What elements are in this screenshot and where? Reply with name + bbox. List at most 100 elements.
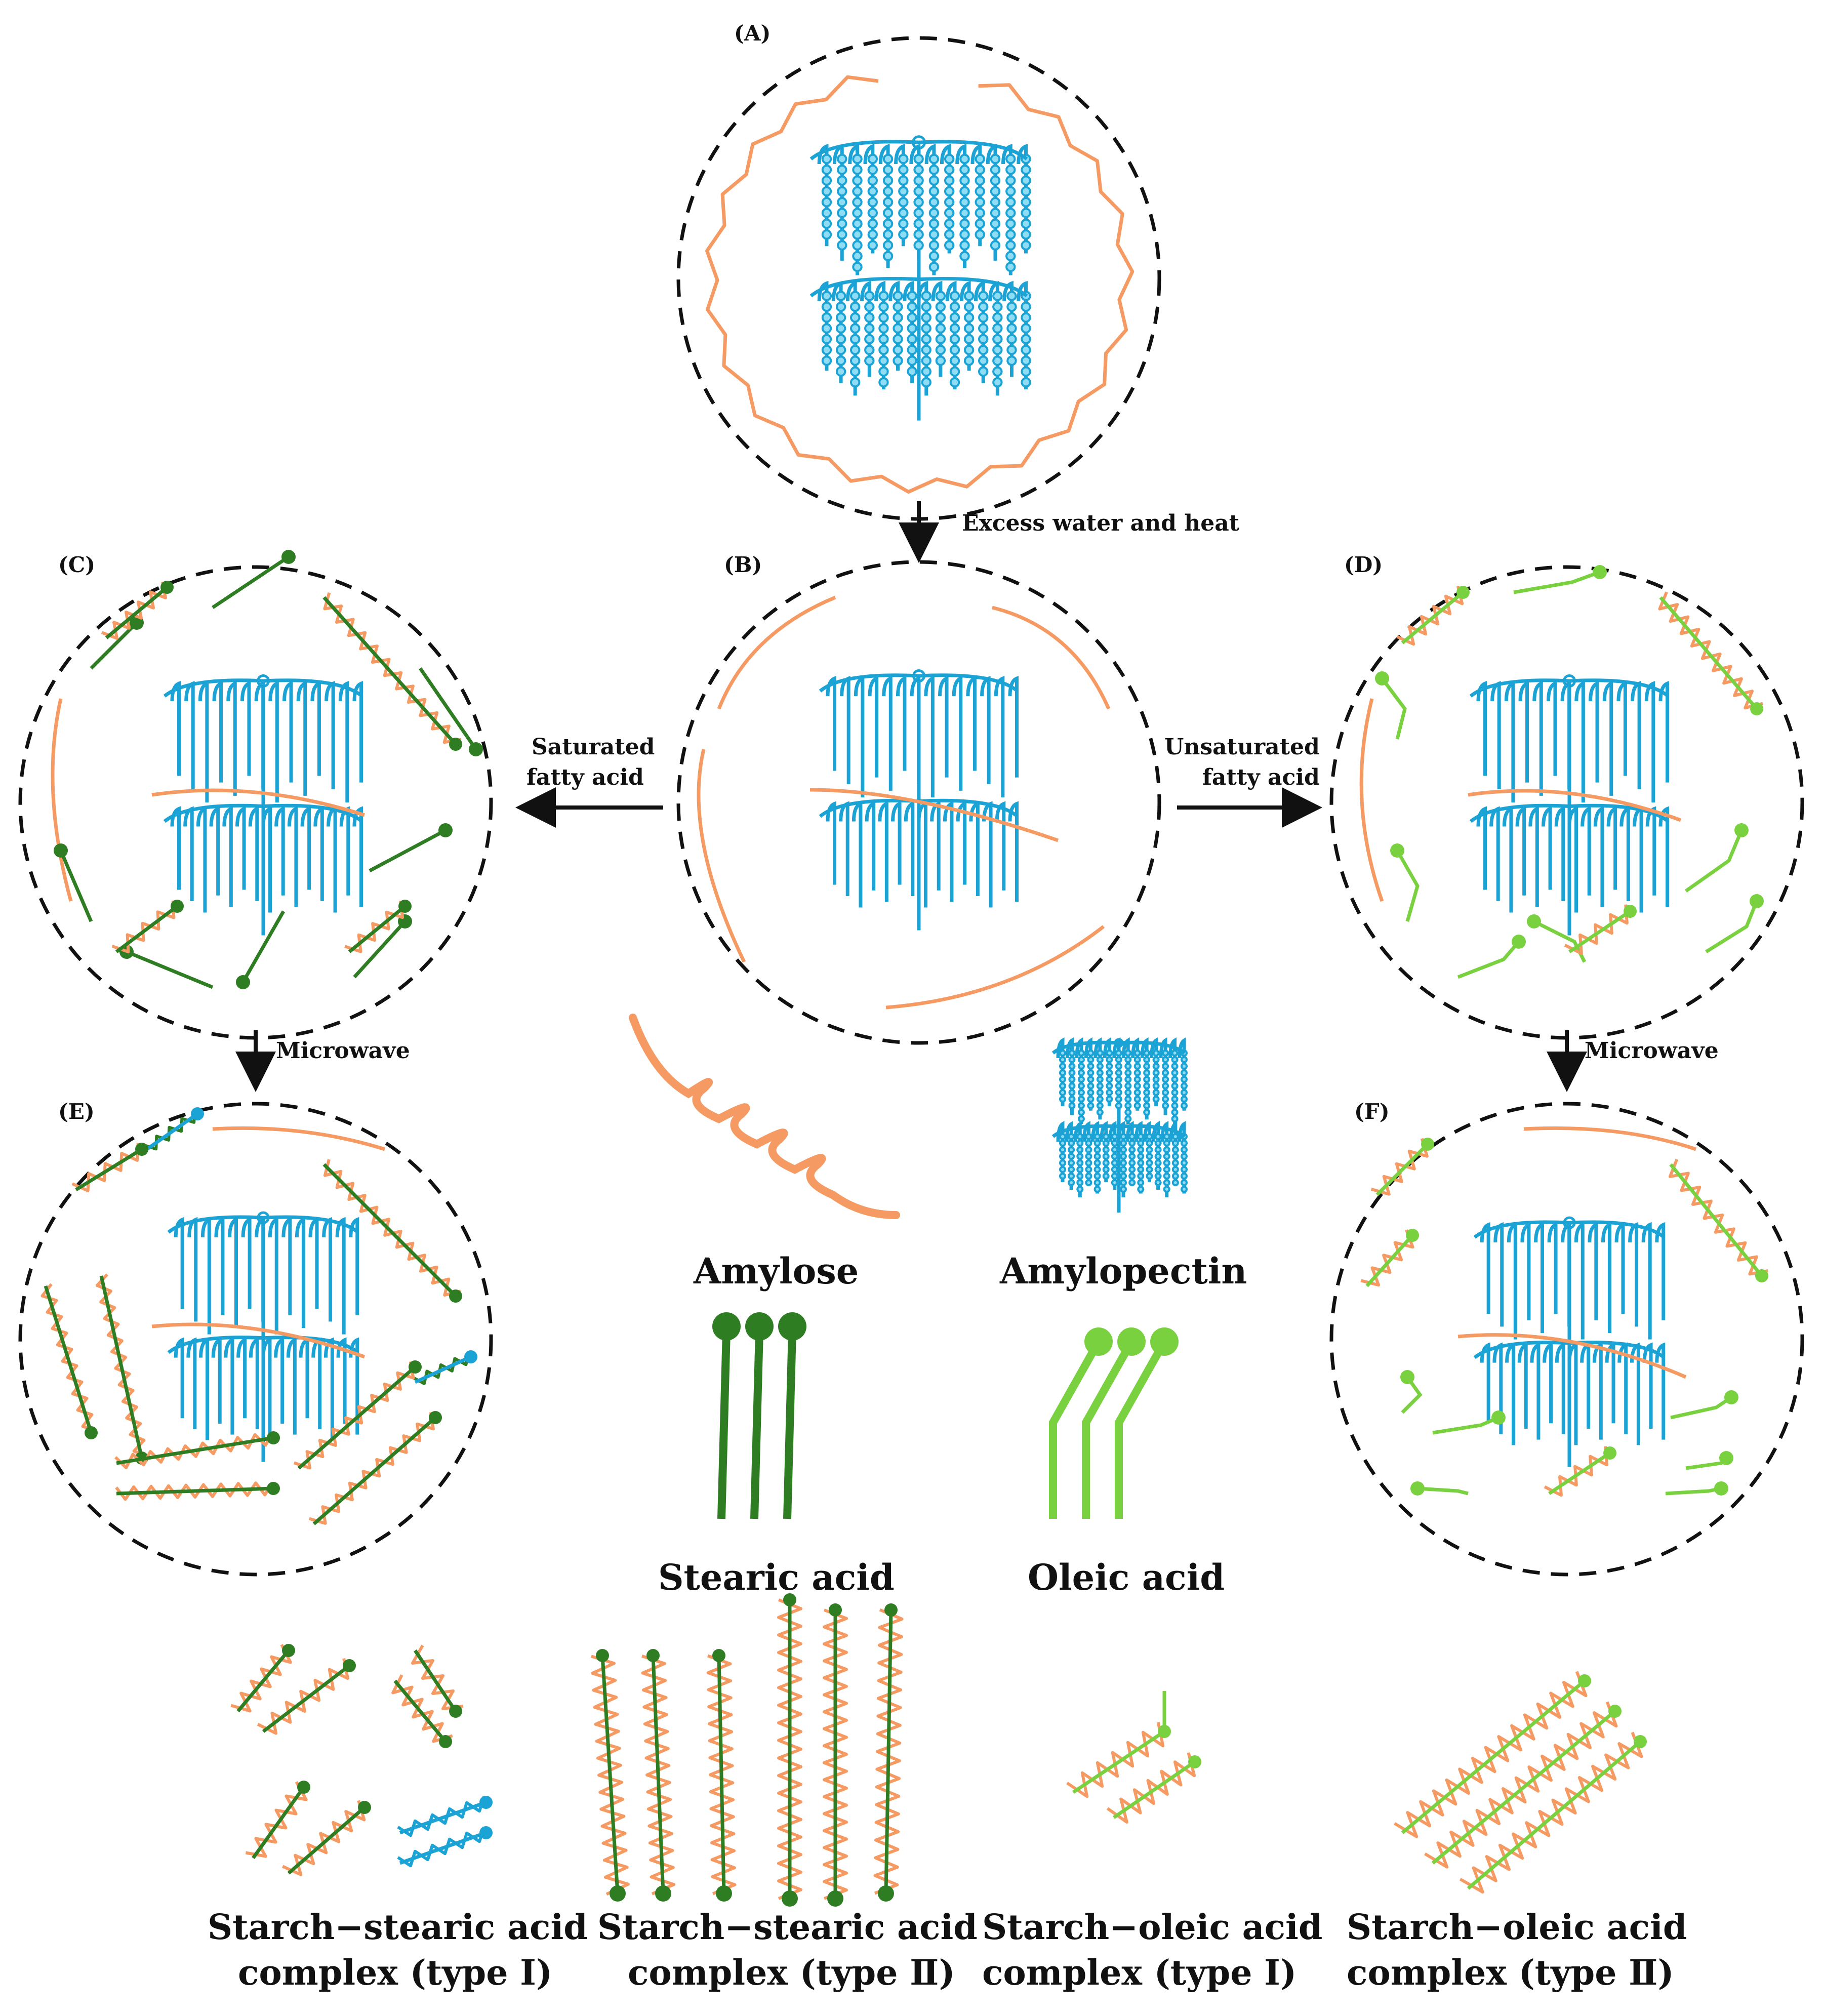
- amylopectin-bead: [1059, 1056, 1066, 1063]
- amylopectin-branch: [349, 1217, 359, 1315]
- amylopectin-bead: [1162, 1082, 1169, 1090]
- amylopectin-branch: [1602, 680, 1613, 796]
- amylopectin-bead: [1133, 1096, 1141, 1103]
- amylopectin-bead: [978, 291, 989, 301]
- amylopectin-bead: [1076, 1133, 1084, 1140]
- complex-stearic-1-line1: Starch−stearic acid: [208, 1907, 588, 1948]
- amylopectin-bead: [898, 218, 909, 229]
- amylopectin-branch: [839, 801, 849, 896]
- panel-circle-c: [18, 565, 493, 1040]
- fatty-acid-head: [54, 843, 68, 858]
- amylopectin-branch: [878, 801, 888, 902]
- amylopectin-bead: [1115, 1082, 1122, 1090]
- legend-stearic-head: [778, 1312, 806, 1341]
- fatty-acid-head: [479, 1826, 493, 1839]
- fatty-acid-head: [829, 1603, 842, 1617]
- amylopectin-bead: [898, 175, 909, 186]
- amylopectin-branch: [1606, 806, 1617, 890]
- amylopectin-bead: [1181, 1173, 1188, 1180]
- amylopectin-branch: [174, 1217, 184, 1309]
- amylopectin-bead: [992, 323, 1003, 334]
- helix: [323, 1159, 461, 1297]
- amylopectin-bead: [1143, 1076, 1151, 1083]
- amylopectin-bead: [944, 175, 955, 186]
- amylopectin-bead: [1087, 1063, 1095, 1070]
- amylopectin-bead: [882, 240, 894, 251]
- amylopectin-bead: [1120, 1153, 1127, 1160]
- amylopectin-bead: [1143, 1069, 1151, 1076]
- amylopectin-bead: [1128, 1146, 1136, 1153]
- amylopectin-bead: [1115, 1076, 1122, 1083]
- amylopectin-bead: [935, 345, 946, 355]
- fatty-acid-tail: [369, 828, 447, 873]
- amylopectin-branch: [1619, 806, 1630, 901]
- amylopectin-bead: [852, 240, 863, 251]
- amylopectin-bead: [1059, 1082, 1066, 1090]
- fatty-acid-core: [75, 1148, 143, 1191]
- amylopectin-branch: [1581, 806, 1591, 896]
- fatty-acid-head: [343, 1659, 356, 1672]
- amylopectin-branch: [930, 801, 941, 891]
- amylopectin-branch: [924, 675, 935, 797]
- amylopectin-branch: [1534, 1222, 1544, 1333]
- amylose-chain: [885, 925, 1105, 1010]
- fatty-acid-head: [85, 1426, 98, 1439]
- amylopectin-branch: [236, 1337, 247, 1419]
- panel-label-c: (C): [58, 552, 95, 577]
- amylopectin-bead: [1068, 1096, 1076, 1103]
- amylopectin-branch: [184, 680, 195, 789]
- amylopectin-branch: [1084, 1037, 1092, 1111]
- amylopectin-bead: [1115, 1102, 1122, 1109]
- fatty-acid-head: [464, 1350, 477, 1363]
- amylopectin-bead: [1021, 345, 1031, 355]
- fatty-acid-head: [171, 900, 184, 913]
- amylose-chain: [1523, 1126, 1697, 1151]
- panel-label-d: (D): [1344, 552, 1383, 577]
- amylopectin-branch: [170, 680, 181, 776]
- fatty-acid-core: [1072, 1730, 1165, 1794]
- amylopectin-bead: [1115, 1063, 1122, 1070]
- amylopectin-bead: [1171, 1109, 1179, 1116]
- amylopectin-bead: [1021, 186, 1031, 197]
- amylopectin-bead: [1143, 1082, 1151, 1090]
- fatty-acid-tail: [90, 621, 138, 670]
- amylopectin-bead: [1143, 1063, 1151, 1070]
- complex-illustrations: [230, 1593, 1647, 1907]
- amylopectin-bead: [1106, 1076, 1113, 1083]
- legend-oleic-tail: [1082, 1340, 1135, 1519]
- amylopectin-arch: [1473, 1220, 1666, 1239]
- amylopectin-bead: [1068, 1133, 1075, 1140]
- amylopectin-bead: [1120, 1133, 1127, 1140]
- amylopectin-bead: [867, 186, 878, 197]
- amylopectin-branch: [196, 806, 207, 913]
- amylopectin-bead: [1171, 1146, 1179, 1153]
- amylopectin-branch: [1150, 1037, 1158, 1106]
- amylopectin-bead: [1005, 197, 1016, 208]
- amylopectin-bead: [1152, 1050, 1160, 1057]
- amylopectin-branch: [1567, 806, 1578, 913]
- amylopectin-bead: [1077, 1069, 1085, 1076]
- amylopectin-bead: [1163, 1153, 1170, 1160]
- amylopectin-bead: [1096, 1096, 1104, 1103]
- amylopectin-bead: [1146, 1133, 1153, 1140]
- fatty-acid-core: [1467, 1740, 1642, 1890]
- amylopectin-bead: [935, 312, 946, 323]
- amylopectin-branch: [1117, 1121, 1125, 1197]
- amylopectin-bead: [1181, 1082, 1188, 1090]
- amylopectin-bead: [928, 251, 940, 262]
- amylopectin-bead: [1005, 153, 1016, 165]
- amylopectin-bead: [864, 345, 875, 355]
- amylopectin-branch: [1547, 1222, 1558, 1314]
- amylopectin-bead: [1093, 1186, 1101, 1193]
- amylopectin-bead: [978, 312, 989, 323]
- amylopectin-bead: [928, 186, 940, 197]
- amylopectin-bead: [949, 291, 960, 301]
- amylopectin-arch: [167, 1215, 359, 1234]
- fatty-acid-core: [1431, 1710, 1616, 1865]
- fatty-acid-head: [297, 1781, 310, 1794]
- panel-circle-f: [1329, 1102, 1804, 1577]
- amylopectin-bead: [1133, 1063, 1141, 1070]
- amylopectin-bead: [1137, 1159, 1145, 1166]
- amylopectin-branch: [1108, 1121, 1117, 1190]
- amylopectin-bead: [1059, 1096, 1066, 1103]
